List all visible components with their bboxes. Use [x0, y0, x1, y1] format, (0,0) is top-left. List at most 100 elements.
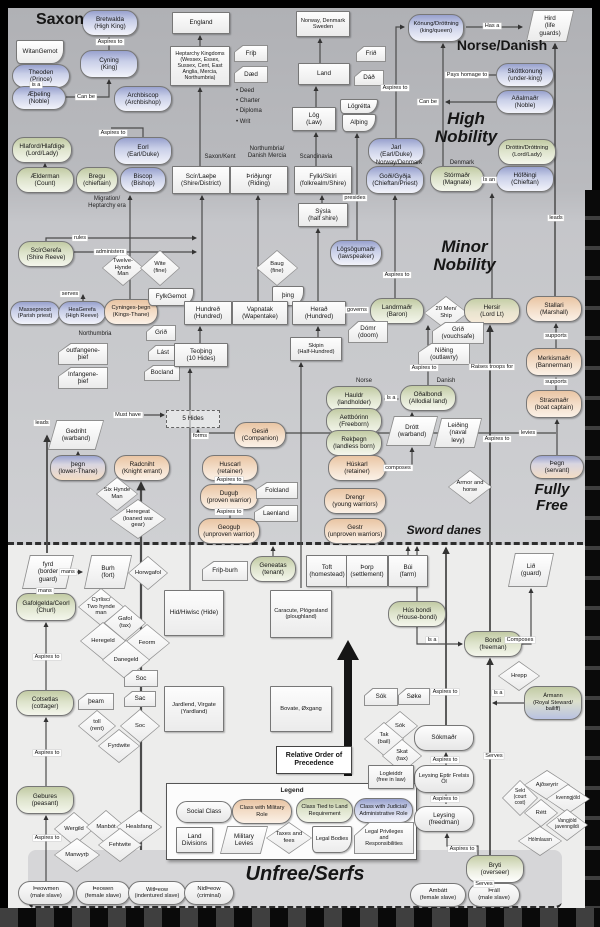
fylki-label: Fylki/Skíri (folkrealm/Shire)	[299, 172, 347, 187]
frith-burh-label: Friþ-burh	[212, 567, 238, 575]
edge-label-governs-14: governs	[345, 307, 369, 313]
soc-dia-label: Soc	[135, 722, 145, 729]
section-label-minor-nobility: Minor Nobility	[433, 237, 496, 274]
folcland-label: Folcland	[265, 486, 289, 494]
bovate: Bovate, Øxgang	[270, 686, 332, 732]
relative-order-label: Relative Order of Precedence	[276, 746, 352, 774]
edge-label-aspires-to-19: Aspires to	[410, 365, 438, 371]
heptarchy: Heptarchy Kingdoms (Wessex, Essex, Susse…	[170, 46, 230, 86]
odalbondi: Oðalbondi (Allodial land)	[400, 385, 456, 411]
fyrd-label: fyrd (border guard)	[37, 561, 59, 583]
holmlausn-label: Hólmlausn	[528, 837, 552, 844]
edge-label-aspires-to-33: Aspires to	[33, 835, 61, 841]
daed-sax: Dæd	[234, 66, 268, 83]
hird-label: Hird (life guards)	[539, 15, 561, 37]
gafolgelda-label: Gafolgelda/Ceorl (Churl)	[22, 599, 70, 614]
drott: Drótt (warband)	[386, 416, 438, 446]
bretwalda: Bretwalda (High King)	[82, 10, 138, 36]
carucate: Caracute, Plógesland (ploughland)	[270, 590, 332, 638]
edge-label-aspires-to-15: Aspires to	[383, 272, 411, 278]
fehtwite-label: Fehtwite	[109, 841, 131, 848]
thegn-servant-label: Þegn (servant)	[544, 459, 570, 474]
infangene: Infangene- þief	[58, 367, 108, 389]
legend-land-requirement: Class Tied to Land Requirement	[296, 798, 353, 823]
feorm-label: Feorm	[138, 639, 156, 646]
grid-small-label: Grið	[155, 329, 167, 337]
rett-label: Rétt	[535, 809, 547, 816]
geoguth: Geoguþ (unproven warrior)	[198, 518, 260, 544]
danegeld-label: Danegeld	[113, 656, 139, 663]
armann: Ármann (Royal Steward/ bailiff)	[524, 686, 582, 720]
frid-norse-label: Frið	[365, 50, 377, 58]
logsogumadr: Lögsögumaðr (lawspeaker)	[330, 240, 382, 266]
ajdseyrir-label: Ajðseyrir	[535, 781, 559, 788]
healsfang-label: Healsfang	[125, 823, 153, 830]
eorl: Eorl (Earl/Duke)	[114, 137, 172, 165]
manwyrth-label: Manwyrþ	[65, 851, 89, 858]
logsogumadr-label: Lögsögumaðr (lawspeaker)	[336, 245, 376, 260]
sysla: Sýsla (half shire)	[298, 203, 348, 227]
context-label-migration: Migration/ Heptarchy era	[88, 196, 126, 210]
gebures: Gebures (peasant)	[16, 786, 74, 814]
sac: Sac	[124, 691, 156, 707]
duguth-label: Duguþ (proven warrior)	[206, 489, 252, 504]
bondi-label: Bondi (freeman)	[479, 636, 507, 651]
vangjold-label: Vangjöld javenngildi	[555, 818, 579, 830]
section-label-norse-danish: Norse/Danish	[456, 37, 548, 53]
grid-small: Grið	[146, 325, 176, 341]
gafolgelda: Gafolgelda/Ceorl (Churl)	[16, 593, 76, 621]
edge-label-serves-13: serves	[60, 291, 80, 297]
logleiddr: Logleiddr (free in law)	[368, 765, 414, 789]
drottin-label: Dróttin/Dróttning (Lord/Lady)	[505, 145, 549, 158]
frith-burh: Friþ-burh	[202, 561, 248, 581]
cyning-label: Cyning (King)	[99, 56, 119, 71]
toft-label: Toft (homestead)	[309, 563, 345, 578]
adalmadr: Aðalmaðr (Noble)	[496, 90, 554, 114]
bregu: Bregu (chieftain)	[76, 167, 118, 193]
edge-label-levies-22: levies	[519, 430, 537, 436]
wittheow: WitÞeow (indentured slave)	[128, 881, 186, 905]
heregeat-label: Heregeat (loaned war gear)	[122, 509, 154, 529]
edge-label-aspires-to-3: Aspires to	[99, 130, 127, 136]
stormadr: Stórmaðr (Magnate)	[430, 166, 484, 192]
log-label: Lög (Law)	[306, 111, 322, 126]
sekt-label: Sekt (court cost)	[513, 788, 527, 806]
edge-label-presides-10: presides	[342, 195, 368, 201]
edge-label-leads-26: leads	[33, 420, 51, 426]
norway-box-label: Norway, Denmark Sweden	[300, 17, 346, 30]
edge-label-is-a-1: is a	[30, 82, 42, 88]
five-hides-label: 5 Hides	[182, 415, 204, 423]
armann-label: Ármann (Royal Steward/ bailiff)	[533, 693, 573, 713]
log: Lög (Law)	[292, 107, 336, 131]
twelve-hynde-label: Twelve- Hynde Man	[113, 258, 133, 278]
edge-label-composes-21: composes	[383, 465, 413, 471]
fylkgemot: FylkGemot	[148, 288, 194, 306]
edge-label-is-a-36: Is a	[491, 690, 505, 696]
radcniht: Radcniht (Knight errant)	[114, 455, 170, 481]
gedriht: Gedriht (warband)	[48, 420, 104, 450]
rekthegn: Rekþegn (landless born)	[326, 430, 382, 456]
leysing-eptir-label: Leysing Eptir Frelsis Öl	[418, 772, 470, 785]
cyrlisc-label: Cyrlisc/ Two hynde man	[86, 597, 116, 617]
aettborinn-label: Aettbórinn (Freeborn)	[339, 413, 369, 428]
vapnatak: Vapnatak (Wapentake)	[232, 301, 288, 325]
infangene-label: Infangene- þief	[67, 370, 99, 385]
theowen: Þeowen (female slave)	[76, 881, 130, 905]
husbondi-label: Hús bondi (House-bondi)	[397, 606, 437, 621]
edge-label-serves-37: Serves	[483, 753, 505, 759]
sokmadr: Sókmaðr	[414, 725, 474, 751]
free-unfree-boundary-dashed-line	[8, 542, 592, 545]
edge-label-aspires-to-38: Aspires to	[431, 689, 459, 695]
aelderman: Ælderman (Count)	[16, 167, 74, 193]
rekthegn-label: Rekþegn (landless born)	[333, 435, 375, 450]
burh: Burh (fort)	[84, 555, 132, 589]
eorl-label: Eorl (Earl/Duke)	[127, 143, 159, 158]
gafol-label: Gafol (tax)	[118, 616, 132, 629]
witangemot-label: WitanGemot	[22, 48, 58, 56]
legend-social-class: Social Class	[176, 801, 232, 823]
laenland-label: Laenland	[263, 509, 289, 517]
edge-label-mans-30: mans	[36, 588, 54, 594]
legend-legal-bodies: Legal Bodies	[312, 826, 352, 853]
witangemot: WitanGemot	[16, 40, 64, 64]
adalmadr-label: Aðalmaðr (Noble)	[511, 94, 539, 109]
